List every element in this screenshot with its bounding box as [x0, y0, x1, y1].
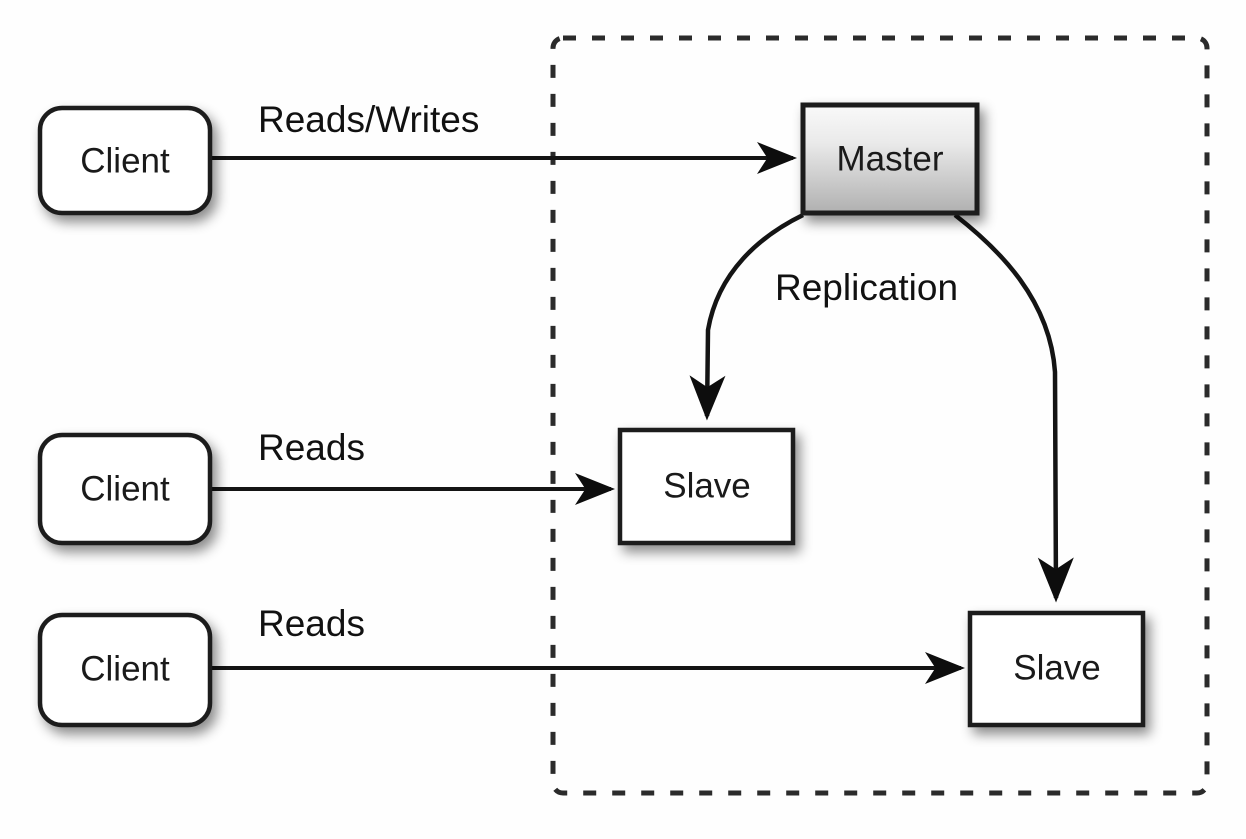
edge-label-reads-2: Reads	[258, 603, 365, 644]
edge-master-to-slave2	[953, 213, 1074, 603]
slave-1-box[interactable]	[617, 427, 796, 546]
client-1-box[interactable]	[37, 105, 213, 216]
client-3-label: Client	[80, 649, 170, 688]
client-1-label: Client	[80, 141, 170, 180]
node-slave-1[interactable]: Slave	[617, 427, 796, 546]
slave-2-label: Slave	[1013, 648, 1101, 687]
slave-1-label: Slave	[663, 466, 751, 505]
client-3-box[interactable]	[37, 612, 213, 728]
slave-2-box[interactable]	[967, 610, 1146, 728]
node-client-1[interactable]: Client	[37, 105, 213, 216]
node-master[interactable]: Master	[800, 102, 980, 216]
edge-label-replication: Replication	[775, 267, 958, 308]
edge-master-to-slave1	[689, 212, 804, 421]
node-slave-2[interactable]: Slave	[967, 610, 1146, 728]
client-2-label: Client	[80, 469, 170, 508]
master-label: Master	[837, 139, 944, 178]
master-box[interactable]	[800, 102, 980, 216]
node-client-3[interactable]: Client	[37, 612, 213, 728]
node-client-2[interactable]: Client	[37, 432, 213, 546]
client-2-box[interactable]	[37, 432, 213, 546]
edge-label-reads-1: Reads	[258, 427, 365, 468]
edge-label-reads-writes: Reads/Writes	[258, 99, 479, 140]
database-cluster-boundary	[550, 35, 1210, 796]
